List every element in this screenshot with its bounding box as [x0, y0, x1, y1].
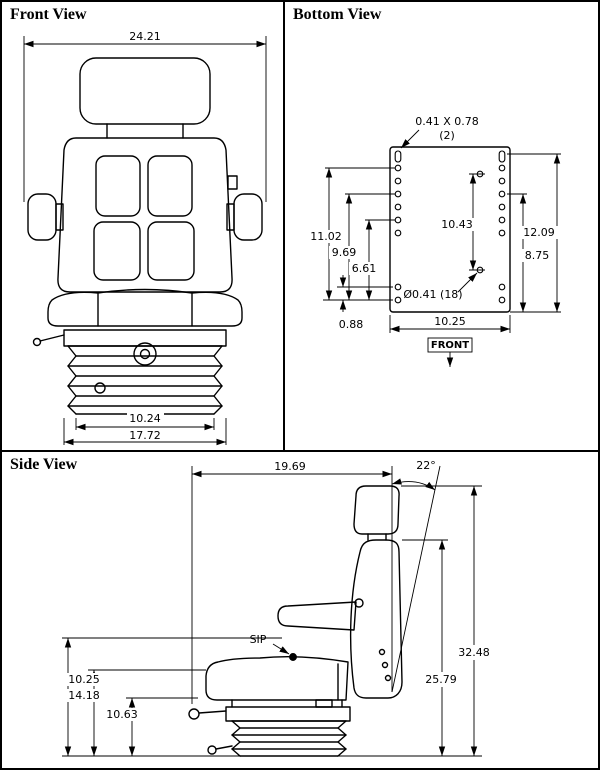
headrest-posts-side [367, 533, 387, 541]
sip-point [289, 653, 297, 661]
front-dim-text-backgrounds [127, 411, 164, 424]
front-view-title: Front View [10, 6, 87, 23]
seat-cushion-front [47, 288, 243, 327]
backrest-fastener [381, 661, 389, 669]
backrest-side [349, 539, 403, 699]
plate-width-dim: 10.25 [434, 315, 466, 328]
seat-side-outline [188, 485, 403, 757]
slot-count-callout: (2) [439, 129, 455, 142]
side-left-dim-a: 10.25 [68, 673, 100, 686]
bottom-dimension-texts: 0.41 X 0.78 (2) 11.02 9.69 6.61 10.43 8.… [310, 115, 555, 351]
suspension-frame-side [225, 706, 351, 722]
left-armrest-bracket [55, 203, 64, 231]
bottom-offset-dim: 0.88 [339, 318, 364, 331]
quilt-panel [147, 221, 195, 281]
left-mid-dim: 9.69 [332, 246, 357, 259]
headrest-side [353, 485, 400, 535]
side-left-dim-c: 10.63 [106, 708, 138, 721]
mounting-plate-outline [389, 146, 511, 313]
front-base-width-dim: 17.72 [129, 429, 161, 442]
seat-cushion-side [205, 655, 349, 701]
side-view-title: Side View [10, 456, 78, 473]
front-dimension-texts: 24.21 10.24 17.72 [129, 30, 161, 442]
backrest-height-dim: 25.79 [425, 673, 457, 686]
armrest-side [277, 601, 357, 631]
left-outer-dim: 11.02 [310, 230, 342, 243]
recline-angle-line [391, 465, 441, 693]
adjust-lever [39, 334, 65, 342]
left-armrest [27, 193, 57, 241]
headrest-front [79, 57, 211, 125]
quilt-panel [95, 155, 141, 217]
quilt-panel [147, 155, 193, 217]
bellows-folds [67, 345, 223, 415]
bellows-knob [94, 382, 106, 394]
cushion-seams [97, 293, 193, 327]
sip-label: SIP [250, 633, 267, 646]
mounting-holes [394, 150, 506, 304]
bellows-left-edge [67, 345, 77, 415]
front-view-drawing: 24.21 10.24 17.72 [23, 30, 267, 446]
frame-struts [231, 699, 343, 708]
slot-size-callout: 0.41 X 0.78 [415, 115, 479, 128]
side-dimension-lines [62, 465, 482, 757]
side-view-drawing: 19.69 22° 32.48 25.79 SIP 10.25 14.18 10… [62, 459, 498, 757]
right-mid-dim: 8.75 [525, 249, 550, 262]
headrest-posts [106, 123, 184, 139]
lower-lever [215, 745, 233, 750]
bottom-view-panel: Bottom View [283, 0, 600, 452]
bottom-dim-text-backgrounds [307, 218, 559, 275]
bellows-left-edge-side [231, 720, 241, 757]
lower-lever-knob [207, 745, 217, 755]
seat-front-outline [27, 57, 263, 415]
quilt-panel [93, 221, 141, 281]
front-overall-width-dim: 24.21 [129, 30, 161, 43]
right-armrest [233, 193, 263, 241]
center-knob [133, 342, 157, 366]
left-inner-dim: 6.61 [352, 262, 377, 275]
lever-knob-side [188, 708, 200, 720]
bottom-view-title: Bottom View [293, 6, 382, 23]
bottom-dimension-lines [323, 129, 561, 367]
side-view-panel: Side View [0, 450, 600, 770]
adjust-lever-side [198, 710, 227, 714]
right-armrest-bracket [226, 203, 235, 231]
slide-bracket [315, 699, 333, 708]
backrest-fastener [378, 648, 386, 656]
armrest-pivot [354, 598, 364, 608]
front-view-panel: Front View [0, 0, 285, 452]
side-dimension-texts: 19.69 22° 32.48 25.79 SIP 10.25 14.18 10… [68, 459, 490, 721]
seat-depth-dim: 19.69 [274, 460, 306, 473]
bellows-folds-side [231, 720, 347, 757]
backrest-front [57, 137, 233, 293]
front-direction-label: FRONT [431, 340, 469, 351]
backrest-fastener [384, 674, 392, 682]
bellows-right-edge [213, 345, 223, 415]
center-knob-inner [139, 348, 151, 360]
recline-tab [227, 175, 238, 190]
right-outer-dim: 12.09 [523, 226, 555, 239]
total-height-dim: 32.48 [458, 646, 490, 659]
bellows-right-edge-side [337, 720, 347, 757]
recline-angle-dim: 22° [416, 459, 436, 472]
inner-column-dim: 10.43 [441, 218, 473, 231]
lever-knob [32, 337, 42, 347]
mounting-slot [394, 150, 402, 163]
side-left-dim-b: 14.18 [68, 689, 100, 702]
mounting-slot [498, 150, 506, 163]
front-inner-width-dim: 10.24 [129, 412, 161, 425]
bottom-view-drawing: 0.41 X 0.78 (2) 11.02 9.69 6.61 10.43 8.… [307, 115, 561, 367]
front-dimension-lines [23, 36, 267, 446]
side-dim-text-backgrounds [64, 645, 498, 721]
hole-diameter-callout: Ø0.41 (18) [403, 288, 462, 301]
